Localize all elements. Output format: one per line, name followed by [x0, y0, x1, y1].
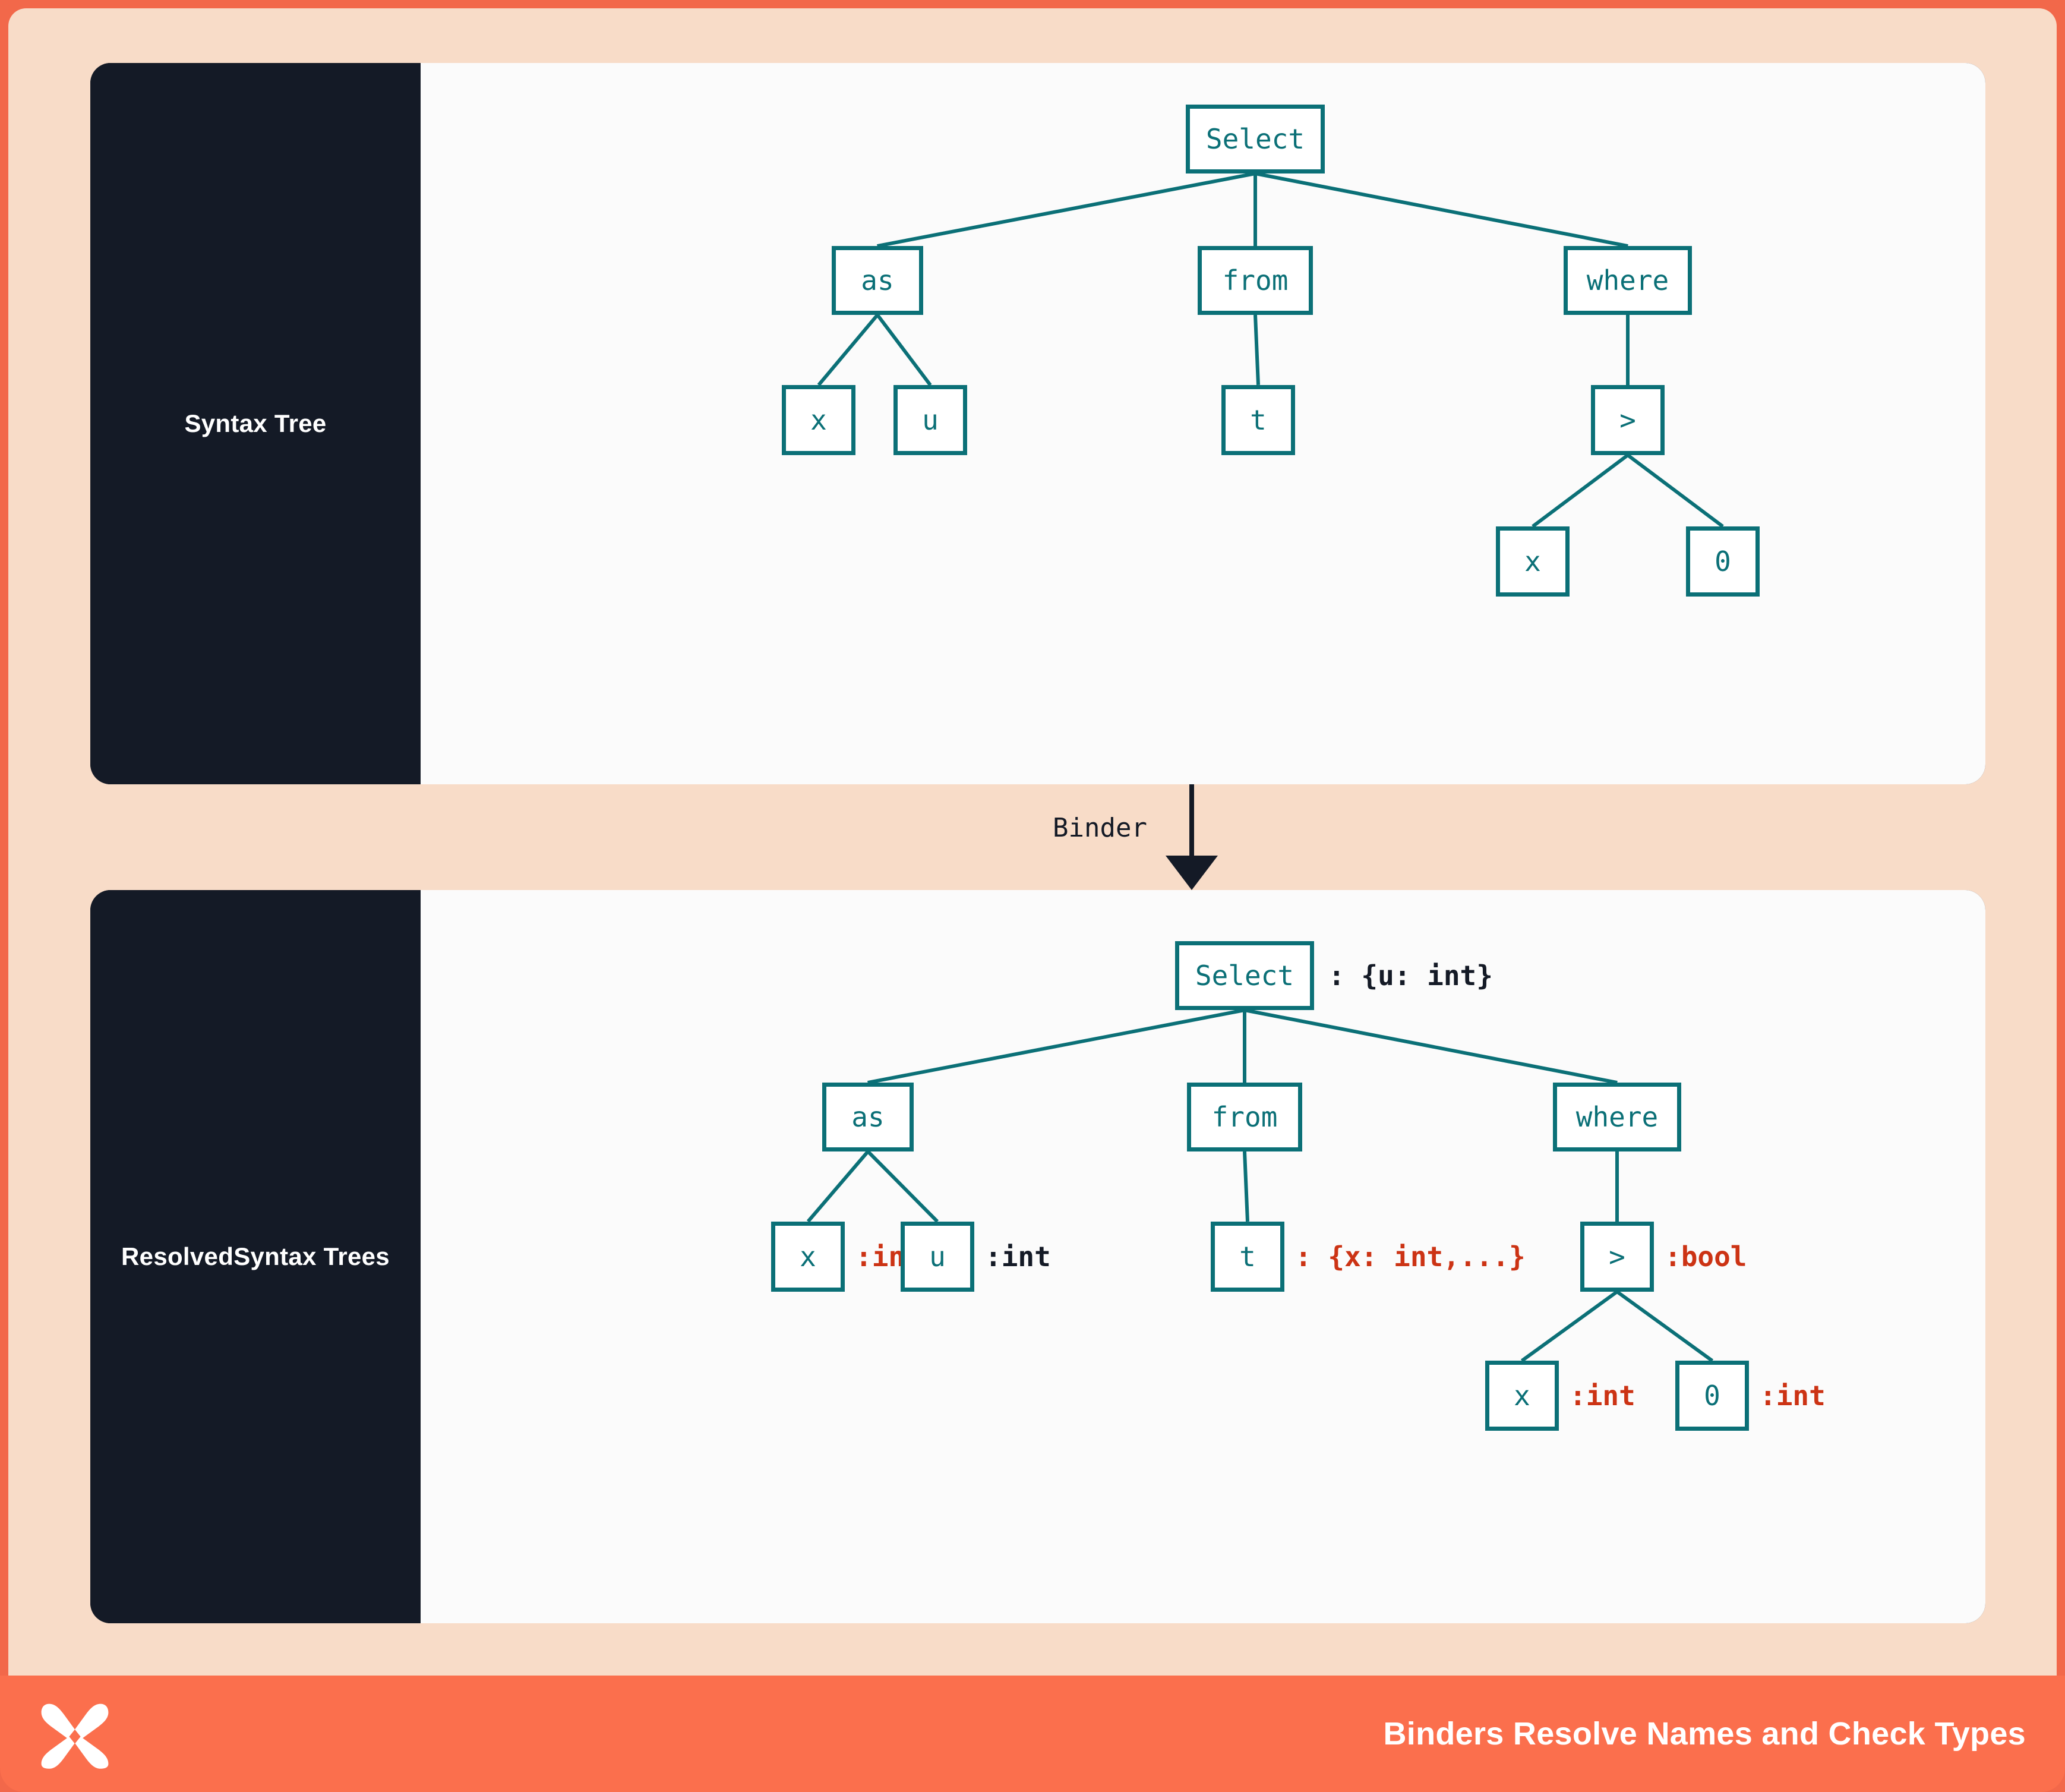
type-annotation: :bool: [1665, 1241, 1747, 1273]
tree-edge: [1243, 1010, 1246, 1083]
tree-node: where: [1553, 1083, 1681, 1151]
type-annotation: :int: [1570, 1380, 1635, 1412]
footer-caption: Binders Resolve Names and Check Types: [1383, 1716, 2026, 1752]
syntax-tree-panel-title: Syntax Tree: [90, 63, 421, 784]
tree-node: x: [1485, 1361, 1559, 1431]
type-annotation: :int: [1760, 1380, 1826, 1412]
tree-edge: [876, 314, 932, 386]
resolved-syntax-trees-canvas: Select : {u: int} as from where x :int u :int t : …: [421, 890, 1985, 1623]
tree-edge: [1253, 314, 1260, 386]
tree-node: 0: [1675, 1361, 1749, 1431]
panel-title-line1: Resolved: [121, 1242, 234, 1270]
tree-edge: [1616, 1290, 1713, 1362]
tree-edge: [1615, 1151, 1619, 1222]
binder-label: Binder: [1053, 813, 1147, 843]
tree-edge: [1521, 1290, 1618, 1362]
tree-edge: [817, 314, 879, 386]
resolved-syntax-trees-panel-title: Resolved Syntax Trees: [90, 890, 421, 1623]
binder-transition: Binder: [90, 784, 1985, 890]
tree-edge: [1255, 172, 1628, 248]
tree-edge: [806, 1150, 870, 1223]
tree-node: from: [1198, 246, 1313, 315]
type-annotation: : {u: int}: [1328, 960, 1493, 992]
type-annotation: :int: [985, 1241, 1051, 1273]
tree-node: u: [901, 1222, 974, 1292]
tree-node: x: [1496, 526, 1570, 597]
tree-node: x: [771, 1222, 845, 1292]
tree-edge: [866, 1150, 939, 1223]
tree-node: u: [893, 385, 967, 455]
tree-node: t: [1221, 385, 1295, 455]
tree-edge: [1626, 315, 1630, 385]
tree-node: as: [832, 246, 923, 315]
footer-bar: Binders Resolve Names and Check Types: [0, 1676, 2065, 1792]
tree-node: Select: [1175, 941, 1314, 1010]
tree-node: from: [1187, 1083, 1302, 1151]
arrow-down-icon-shaft: [1189, 784, 1194, 860]
tree-node: >: [1591, 385, 1665, 455]
tree-node: where: [1564, 246, 1692, 315]
tree-node: >: [1580, 1222, 1654, 1292]
tree-edge: [1627, 453, 1724, 528]
tree-edge: [877, 172, 1256, 248]
type-annotation: : {x: int,...}: [1295, 1241, 1526, 1273]
tree-edge: [867, 1008, 1245, 1084]
arrow-down-icon-head: [1166, 856, 1218, 890]
tree-node: x: [782, 385, 855, 455]
tree-edge: [1253, 173, 1257, 246]
x-star-logo-icon: [39, 1698, 110, 1769]
resolved-syntax-trees-panel: Resolved Syntax Trees Select : {u: int} as…: [90, 890, 1985, 1623]
panel-title-text: Syntax Tree: [184, 409, 327, 437]
tree-node: as: [822, 1083, 914, 1151]
tree-node: t: [1211, 1222, 1284, 1292]
tree-node: 0: [1686, 526, 1760, 597]
panel-title-line2: Syntax Trees: [233, 1242, 390, 1270]
tree-edge: [1243, 1151, 1249, 1222]
tree-edge: [1532, 453, 1629, 528]
tree-node: Select: [1186, 105, 1325, 173]
tree-edge: [1244, 1008, 1618, 1084]
